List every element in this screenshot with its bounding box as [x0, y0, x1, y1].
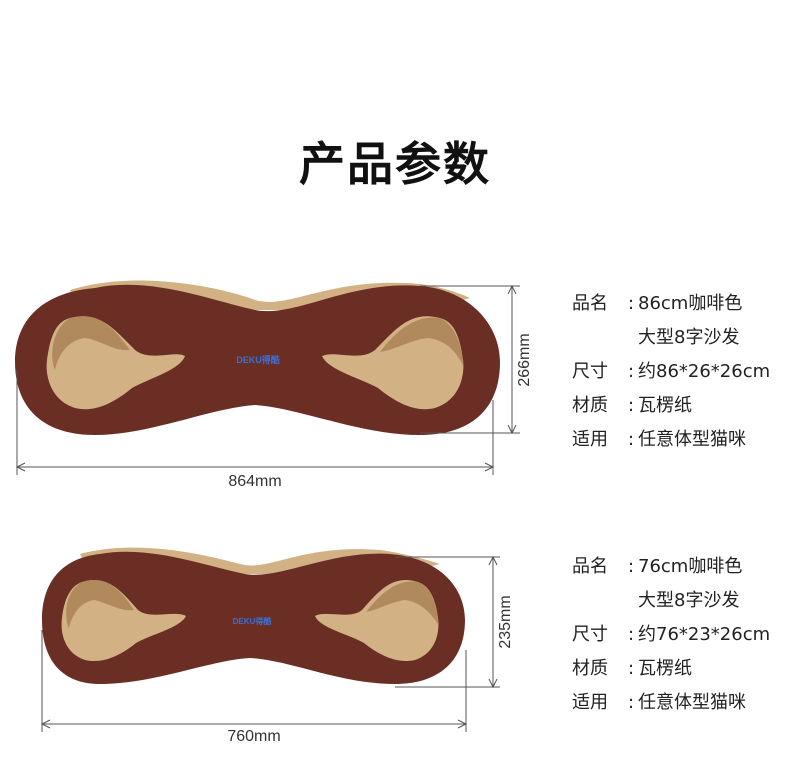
- dimension-height-label: 235mm: [497, 595, 514, 648]
- spec-separator: :: [628, 556, 635, 577]
- spec-separator: :: [628, 624, 635, 645]
- scratcher-right-hole: [322, 316, 464, 410]
- spec-row-name-2: 大型8字沙发: [572, 584, 770, 618]
- spec-val-size: 约76*23*26cm: [638, 624, 771, 645]
- spec-separator: :: [628, 692, 635, 713]
- scratcher-left-hole: [46, 316, 185, 410]
- dimension-width-label: 760mm: [227, 728, 280, 745]
- spec-row-use: 适用:任意体型猫咪: [572, 423, 770, 457]
- spec-row-use: 适用:任意体型猫咪: [572, 686, 770, 720]
- dimension-height-arrow-bottom: [488, 678, 498, 689]
- spec-row-material: 材质:瓦楞纸: [572, 389, 770, 423]
- scratcher-right-hole-shadow: [366, 581, 438, 624]
- spec-list-medium: 品名:76cm咖啡色 大型8字沙发 尺寸:约76*23*26cm 材质:瓦楞纸 …: [572, 550, 770, 720]
- spec-separator: :: [628, 658, 635, 679]
- dimension-width-arrow-right: [457, 719, 468, 729]
- scratcher-left-hole-shadow: [52, 316, 130, 370]
- spec-list-large: 品名:86cm咖啡色 大型8字沙发 尺寸:约86*26*26cm 材质:瓦楞纸 …: [572, 287, 770, 457]
- spec-key-use: 适用: [572, 692, 608, 713]
- spec-row-material: 材质:瓦楞纸: [572, 652, 770, 686]
- spec-key-size: 尺寸: [572, 624, 608, 645]
- dimension-width-arrow-right: [484, 462, 495, 472]
- spec-val-material: 瓦楞纸: [638, 658, 692, 679]
- dimension-height-arrow-top: [507, 284, 517, 295]
- spec-separator: :: [628, 293, 635, 314]
- product-medium: DEKU得酷 235mm 760mm: [0, 540, 790, 760]
- dimension-width-arrow-left: [15, 462, 26, 472]
- spec-row-name-2: 大型8字沙发: [572, 321, 770, 355]
- spec-separator: :: [628, 429, 635, 450]
- spec-key-size: 尺寸: [572, 361, 608, 382]
- spec-row-size: 尺寸:约76*23*26cm: [572, 618, 770, 652]
- scratcher-right-hole-shadow: [380, 317, 463, 365]
- brand-logo: DEKU得酷: [236, 354, 280, 365]
- brand-logo: DEKU得酷: [233, 616, 272, 626]
- spec-key-use: 适用: [572, 429, 608, 450]
- product-large: DEKU得酷 266mm 864mm: [0, 270, 790, 500]
- scratcher-body: [42, 551, 465, 684]
- spec-val-material: 瓦楞纸: [638, 395, 692, 416]
- spec-val-name-2: 大型8字沙发: [638, 327, 740, 348]
- scratcher-body: [15, 284, 500, 435]
- dimension-width-label: 864mm: [228, 473, 281, 490]
- dimension-height-label: 266mm: [516, 333, 533, 386]
- spec-row-size: 尺寸:约86*26*26cm: [572, 355, 770, 389]
- scratcher-illustration-medium: DEKU得酷 235mm 760mm: [40, 547, 514, 745]
- spec-row-name: 品名:86cm咖啡色: [572, 287, 770, 321]
- scratcher-left-hole-shadow: [66, 580, 134, 628]
- spec-val-use: 任意体型猫咪: [638, 692, 746, 713]
- dimension-height-arrow-top: [488, 555, 498, 566]
- spec-key-material: 材质: [572, 395, 608, 416]
- spec-val-use: 任意体型猫咪: [638, 429, 746, 450]
- spec-val-name: 76cm咖啡色: [638, 556, 743, 577]
- spec-key-material: 材质: [572, 658, 608, 679]
- scratcher-illustration-large: DEKU得酷 266mm 864mm: [15, 280, 533, 490]
- spec-row-name: 品名:76cm咖啡色: [572, 550, 770, 584]
- dimension-height-arrow-bottom: [507, 424, 517, 435]
- scratcher-left-hole: [61, 580, 186, 662]
- spec-separator: :: [628, 361, 635, 382]
- spec-separator: :: [628, 395, 635, 416]
- spec-val-size: 约86*26*26cm: [638, 361, 771, 382]
- spec-val-name: 86cm咖啡色: [638, 293, 743, 314]
- spec-val-name-2: 大型8字沙发: [638, 590, 740, 611]
- spec-key-name: 品名: [572, 293, 608, 314]
- dimension-width-arrow-left: [40, 719, 51, 729]
- spec-key-name: 品名: [572, 556, 608, 577]
- page-title: 产品参数: [299, 137, 491, 191]
